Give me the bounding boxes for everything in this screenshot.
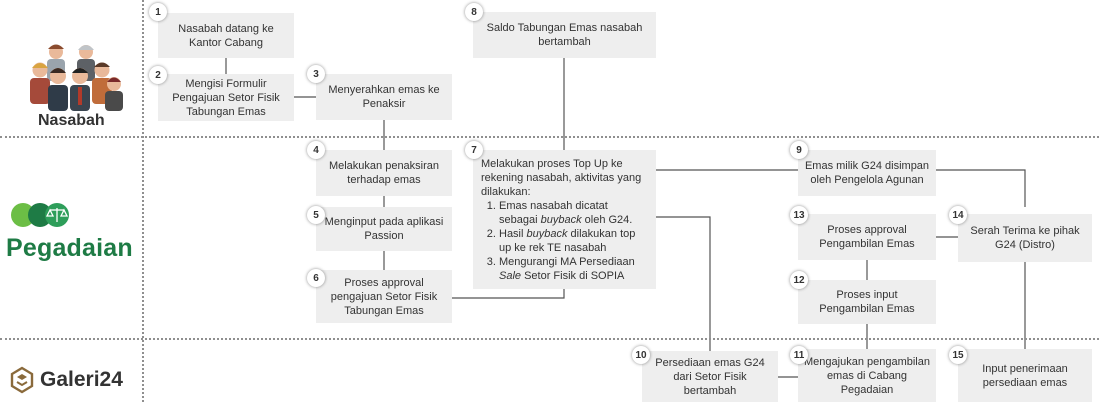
lane-divider-bottom [0, 338, 1099, 340]
step-5-box: Menginput pada aplikasi Passion [316, 207, 452, 251]
galeri24-lane-header: Galeri24 [8, 365, 142, 397]
step-3-badge: 3 [307, 65, 325, 83]
step-13-box: Proses approval Pengambilan Emas [798, 214, 936, 260]
step-15-text: Input penerimaan persediaan emas [982, 362, 1068, 389]
step-13-badge: 13 [790, 206, 808, 224]
step-11-box: Mengajukan pengambilan emas di Cabang Pe… [798, 349, 936, 402]
step-13-text: Proses approval Pengambilan Emas [819, 224, 915, 250]
step-5-text: Menginput pada aplikasi Passion [324, 216, 444, 242]
step-12-box: Proses input Pengambilan Emas [798, 280, 936, 324]
step-10-badge: 10 [632, 346, 650, 364]
nasabah-lane-header: Nasabah [14, 40, 128, 132]
step-4-badge: 4 [307, 141, 325, 159]
step-12-text: Proses input Pengambilan Emas [819, 289, 915, 315]
label-column-divider [142, 0, 144, 402]
step-2-text: Mengisi Formulir Pengajuan Setor Fisik T… [172, 77, 280, 118]
step-11-text: Mengajukan pengambilan emas di Cabang Pe… [804, 355, 930, 396]
step-3-box: Menyerahkan emas ke Penaksir [316, 74, 452, 120]
step-8-text: Saldo Tabungan Emas nasabah bertambah [486, 22, 643, 48]
pegadaian-logo-icon [11, 203, 69, 227]
step-10-text: Persediaan emas G24 dari Setor Fisik ber… [655, 356, 765, 397]
people-group-icon [30, 44, 123, 111]
lane-divider-top [0, 136, 1099, 138]
step-7-box: Melakukan proses Top Up ke rekening nasa… [473, 150, 656, 289]
step-11-badge: 11 [790, 346, 808, 364]
step-6-box: Proses approval pengajuan Setor Fisik Ta… [316, 270, 452, 323]
step-1-text: Nasabah datang ke Kantor Cabang [178, 22, 274, 49]
connector-6-7 [452, 289, 565, 299]
step-14-box: Serah Terima ke pihak G24 (Distro) [958, 214, 1092, 262]
step-4-box: Melakukan penaksiran terhadap emas [316, 150, 452, 196]
lane-label-nasabah: Nasabah [38, 112, 105, 129]
step-6-text: Proses approval pengajuan Setor Fisik Ta… [330, 276, 438, 317]
step-1-badge: 1 [149, 3, 167, 21]
step-1-box: Nasabah datang ke Kantor Cabang [158, 13, 294, 58]
step-2-badge: 2 [149, 66, 167, 84]
step-14-text: Serah Terima ke pihak G24 (Distro) [970, 225, 1080, 251]
step-9-box: Emas milik G24 disimpan oleh Pengelola A… [798, 150, 936, 196]
step-14-badge: 14 [949, 206, 967, 224]
step-7-item-3: Mengurangi MA Persediaan Sale Setor Fisi… [499, 255, 648, 283]
step-6-badge: 6 [307, 269, 325, 287]
step-7-item-2: Hasil buyback dilakukan top up ke rek TE… [499, 227, 648, 255]
step-15-box: Input penerimaan persediaan emas [958, 349, 1092, 402]
step-7-list: Emas nasabah dicatat sebagai buyback ole… [481, 199, 648, 283]
step-4-text: Melakukan penaksiran terhadap emas [328, 160, 440, 186]
pegadaian-lane-header: Pegadaian [6, 198, 140, 268]
step-12-badge: 12 [790, 271, 808, 289]
step-8-box: Saldo Tabungan Emas nasabah bertambah [473, 12, 656, 58]
lane-label-pegadaian: Pegadaian [6, 234, 133, 262]
step-3-text: Menyerahkan emas ke Penaksir [328, 84, 440, 110]
lane-label-galeri24: Galeri24 [40, 368, 123, 391]
step-7-badge: 7 [465, 141, 483, 159]
step-10-box: Persediaan emas G24 dari Setor Fisik ber… [642, 351, 778, 402]
connector-7-10 [656, 216, 711, 351]
step-7-intro: Melakukan proses Top Up ke rekening nasa… [481, 158, 642, 198]
step-2-box: Mengisi Formulir Pengajuan Setor Fisik T… [158, 74, 294, 121]
step-8-badge: 8 [465, 3, 483, 21]
step-9-text: Emas milik G24 disimpan oleh Pengelola A… [804, 160, 930, 186]
step-15-badge: 15 [949, 346, 967, 364]
connector-9-14 [936, 169, 1026, 207]
galeri24-logo-icon [10, 366, 34, 394]
step-5-badge: 5 [307, 206, 325, 224]
step-7-item-1: Emas nasabah dicatat sebagai buyback ole… [499, 199, 648, 227]
step-9-badge: 9 [790, 141, 808, 159]
